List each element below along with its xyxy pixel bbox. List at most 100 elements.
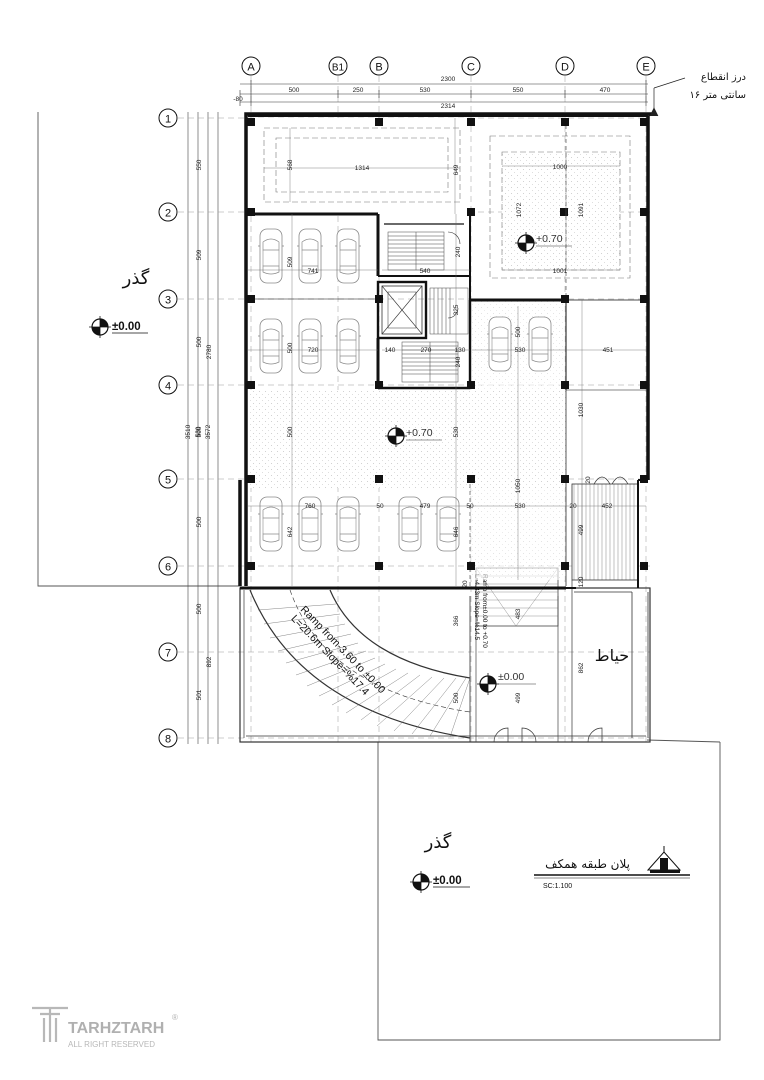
car-icon	[486, 316, 514, 372]
dim-text: 50	[466, 503, 474, 510]
car-icon	[257, 228, 285, 284]
dim-text: 649	[453, 164, 460, 175]
dim-text: 1050	[515, 478, 522, 493]
elevator	[381, 285, 423, 335]
grid-bubble-row-2: 2	[158, 202, 178, 222]
expansion-joint-label-line1: درز انقطاع	[701, 72, 746, 83]
left-dim-group: 3510	[185, 424, 192, 439]
car-icon	[334, 228, 362, 284]
top-dim-overall-top: 2300	[441, 76, 456, 83]
yard-label: حیاط	[595, 646, 629, 665]
top-dim-segment: 550	[513, 87, 524, 94]
grid-column-bubbles: A B1 B C D E	[241, 56, 656, 76]
interior-dimension-labels: 1314 568 649 1000 1001 1072 1091 240 540…	[287, 159, 614, 703]
dim-text: 642	[287, 526, 294, 537]
logo-tagline: ALL RIGHT RESERVED	[68, 1040, 155, 1049]
dim-text: 240	[455, 246, 462, 257]
level-value: +0.70	[406, 427, 433, 439]
dim-text: 50	[376, 503, 384, 510]
dim-text: 500	[287, 342, 294, 353]
grid-row-bubbles: 1 2 3 4 5 6 7 8	[158, 108, 178, 748]
level-value: ±0.00	[433, 875, 462, 887]
car-icon	[257, 318, 285, 374]
car-icon	[434, 496, 462, 552]
dim-text: 509	[287, 256, 294, 267]
top-dimension-lines	[239, 80, 648, 106]
level-value: ±0.00	[112, 321, 141, 333]
grid-bubble-A: A	[241, 56, 261, 76]
svg-text:5: 5	[165, 475, 171, 487]
left-dim-span: 501	[196, 689, 203, 700]
grid-bubble-row-3: 3	[158, 289, 178, 309]
dim-text: 20	[569, 503, 577, 510]
dim-text: 366	[453, 615, 460, 626]
dim-text: 1072	[516, 202, 523, 217]
grid-bubble-row-6: 6	[158, 556, 178, 576]
top-dim-segment: 470	[600, 87, 611, 94]
svg-text:B: B	[375, 62, 382, 74]
left-dim-span: 500	[196, 603, 203, 614]
dim-text: 500	[453, 692, 460, 703]
grid-bubble-B: B	[369, 56, 389, 76]
north-garden	[248, 118, 468, 214]
street-label-west: گذر	[122, 267, 150, 289]
grid-bubble-row-5: 5	[158, 469, 178, 489]
grid-bubble-row-8: 8	[158, 728, 178, 748]
spiral-ramp	[249, 589, 471, 742]
level-marker-south-entry: ±0.00	[476, 671, 536, 696]
dim-text: 20	[462, 580, 469, 588]
left-dim-group: 530	[195, 426, 202, 437]
dim-text: 760	[305, 503, 316, 510]
grid-bubble-row-7: 7	[158, 642, 178, 662]
dim-text: 130	[455, 347, 466, 354]
dim-text: 530	[453, 426, 460, 437]
site-boundary	[37, 112, 721, 1041]
car-icon	[334, 496, 362, 552]
logo-mark: ®	[172, 1013, 178, 1022]
exterior-walls	[238, 112, 652, 590]
grid-bubble-row-1: 1	[158, 108, 178, 128]
dim-text: 862	[578, 662, 585, 673]
left-dimension-labels: 550 509 500 500 500 500 501 2780 3510 53…	[185, 159, 213, 700]
plan-title-block: پلان طبقه همکف SC:1.100	[534, 846, 690, 890]
left-dim-span: 550	[196, 159, 203, 170]
level-value: ±0.00	[498, 671, 524, 683]
top-dim-offset: -80	[233, 96, 243, 103]
dim-text: 530	[515, 347, 526, 354]
svg-text:2: 2	[165, 208, 171, 220]
ramp-main-line1: Ramp from-3.60 to ±0.00	[298, 604, 388, 696]
logo-brand: TARHZTARH	[68, 1020, 164, 1037]
left-dim-group: 3572	[205, 424, 212, 439]
dim-text: 1000	[553, 164, 568, 171]
level-value: +0.70	[536, 233, 563, 245]
top-dim-segment: 250	[353, 87, 364, 94]
top-dim-overall-bottom: 2314	[441, 103, 456, 110]
ramp-main-line2: L=20.6m Slope=%17.4	[288, 613, 371, 698]
top-dim-segment: 530	[420, 87, 431, 94]
building-logo-icon	[646, 846, 682, 873]
left-dim-group: 892	[206, 656, 213, 667]
svg-text:3: 3	[165, 295, 171, 307]
dim-text: 240	[455, 356, 462, 367]
interior-dimension-lines	[248, 118, 646, 586]
dim-text: 720	[308, 347, 319, 354]
level-marker-court: +0.70	[514, 231, 572, 255]
stair-doors	[447, 231, 461, 319]
dim-text: 568	[287, 159, 294, 170]
dim-text: 500	[287, 426, 294, 437]
ramp-small-line1: Ramp from±0.00 to +0.70	[481, 574, 488, 648]
dim-text: 500	[515, 326, 522, 337]
dim-text: 20	[585, 476, 592, 484]
level-marker-west: ±0.00	[88, 315, 148, 339]
tarhztarh-logo-icon: TARHZTARH ® ALL RIGHT RESERVED	[32, 1006, 178, 1049]
svg-text:E: E	[642, 62, 649, 74]
svg-text:A: A	[247, 62, 255, 74]
left-dim-span: 509	[196, 249, 203, 260]
dim-text: 325	[453, 304, 460, 315]
ramp-small-line2: L=4.83m Slope=%14.5	[473, 574, 480, 641]
dim-text: 140	[385, 347, 396, 354]
watermark-logo: TARHZTARH ® ALL RIGHT RESERVED	[28, 1002, 188, 1054]
grid-bubble-E: E	[636, 56, 656, 76]
dim-text: 741	[308, 268, 319, 275]
